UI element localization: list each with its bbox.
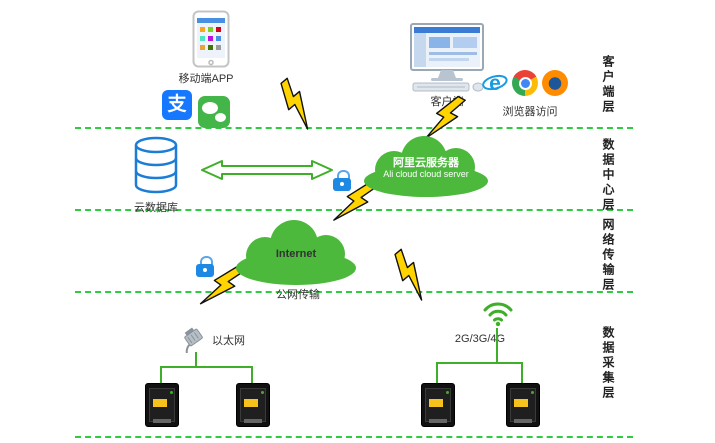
wechat-icon (198, 96, 230, 128)
internet-cloud: Internet (232, 218, 360, 286)
alipay-icon: 支 (162, 90, 192, 120)
connector-line (251, 366, 253, 383)
layer-label-network: 网络传输层 (601, 218, 615, 293)
alipay-glyph: 支 (167, 94, 187, 115)
ali-cloud-name-cn: 阿里云服务器 (393, 157, 459, 169)
cloud-icon (236, 220, 356, 285)
device-icon (236, 383, 270, 427)
connector-line (160, 366, 162, 383)
layer-label-client: 客户端层 (601, 55, 615, 115)
connector-line (496, 328, 498, 362)
connector-line (436, 362, 438, 383)
device-icon (145, 383, 179, 427)
connector-line (195, 352, 197, 366)
lightning-icon-client-cloud (422, 90, 469, 149)
cellular-label: 2G/3G/4G (454, 333, 506, 345)
firefox-icon (542, 70, 568, 96)
lock-icon-network (196, 256, 214, 278)
cloud-db-label: 云数据库 (134, 202, 178, 214)
layer-divider-1 (75, 127, 633, 129)
chrome-icon (512, 70, 538, 96)
layer-label-acquisition: 数据采集层 (601, 326, 615, 401)
lightning-icon-cloud-cellular (384, 247, 437, 304)
ethernet-label: 以太网 (212, 335, 245, 347)
connector-line (521, 362, 523, 383)
ie-icon: e (482, 70, 508, 96)
public-transfer-label: 公网传输 (276, 289, 320, 301)
ethernet-plug-icon (178, 325, 210, 358)
layer-label-datacenter: 数据中心层 (601, 138, 615, 213)
layer-divider-4 (75, 436, 633, 438)
layer-divider-3 (75, 291, 633, 293)
device-icon (506, 383, 540, 427)
mobile-app-label: 移动端APP (178, 73, 234, 85)
wifi-icon (482, 298, 514, 333)
device-icon (421, 383, 455, 427)
internet-label: Internet (275, 248, 317, 260)
ali-cloud-server: 阿里云服务器 Ali cloud cloud server (360, 134, 492, 198)
ali-cloud-name-en: Ali cloud cloud server (383, 169, 469, 179)
browser-access-label: 浏览器访问 (502, 106, 558, 118)
phone-icon (192, 10, 230, 73)
desktop-icon (405, 22, 489, 97)
database-icon (133, 136, 179, 199)
cloud-icon (364, 136, 488, 197)
double-arrow-icon (198, 158, 336, 187)
connector-line (160, 366, 253, 368)
lock-icon-datacenter (333, 170, 351, 192)
lightning-icon-app-internet (270, 76, 323, 133)
connector-line (436, 362, 523, 364)
svg-text:e: e (489, 72, 501, 95)
